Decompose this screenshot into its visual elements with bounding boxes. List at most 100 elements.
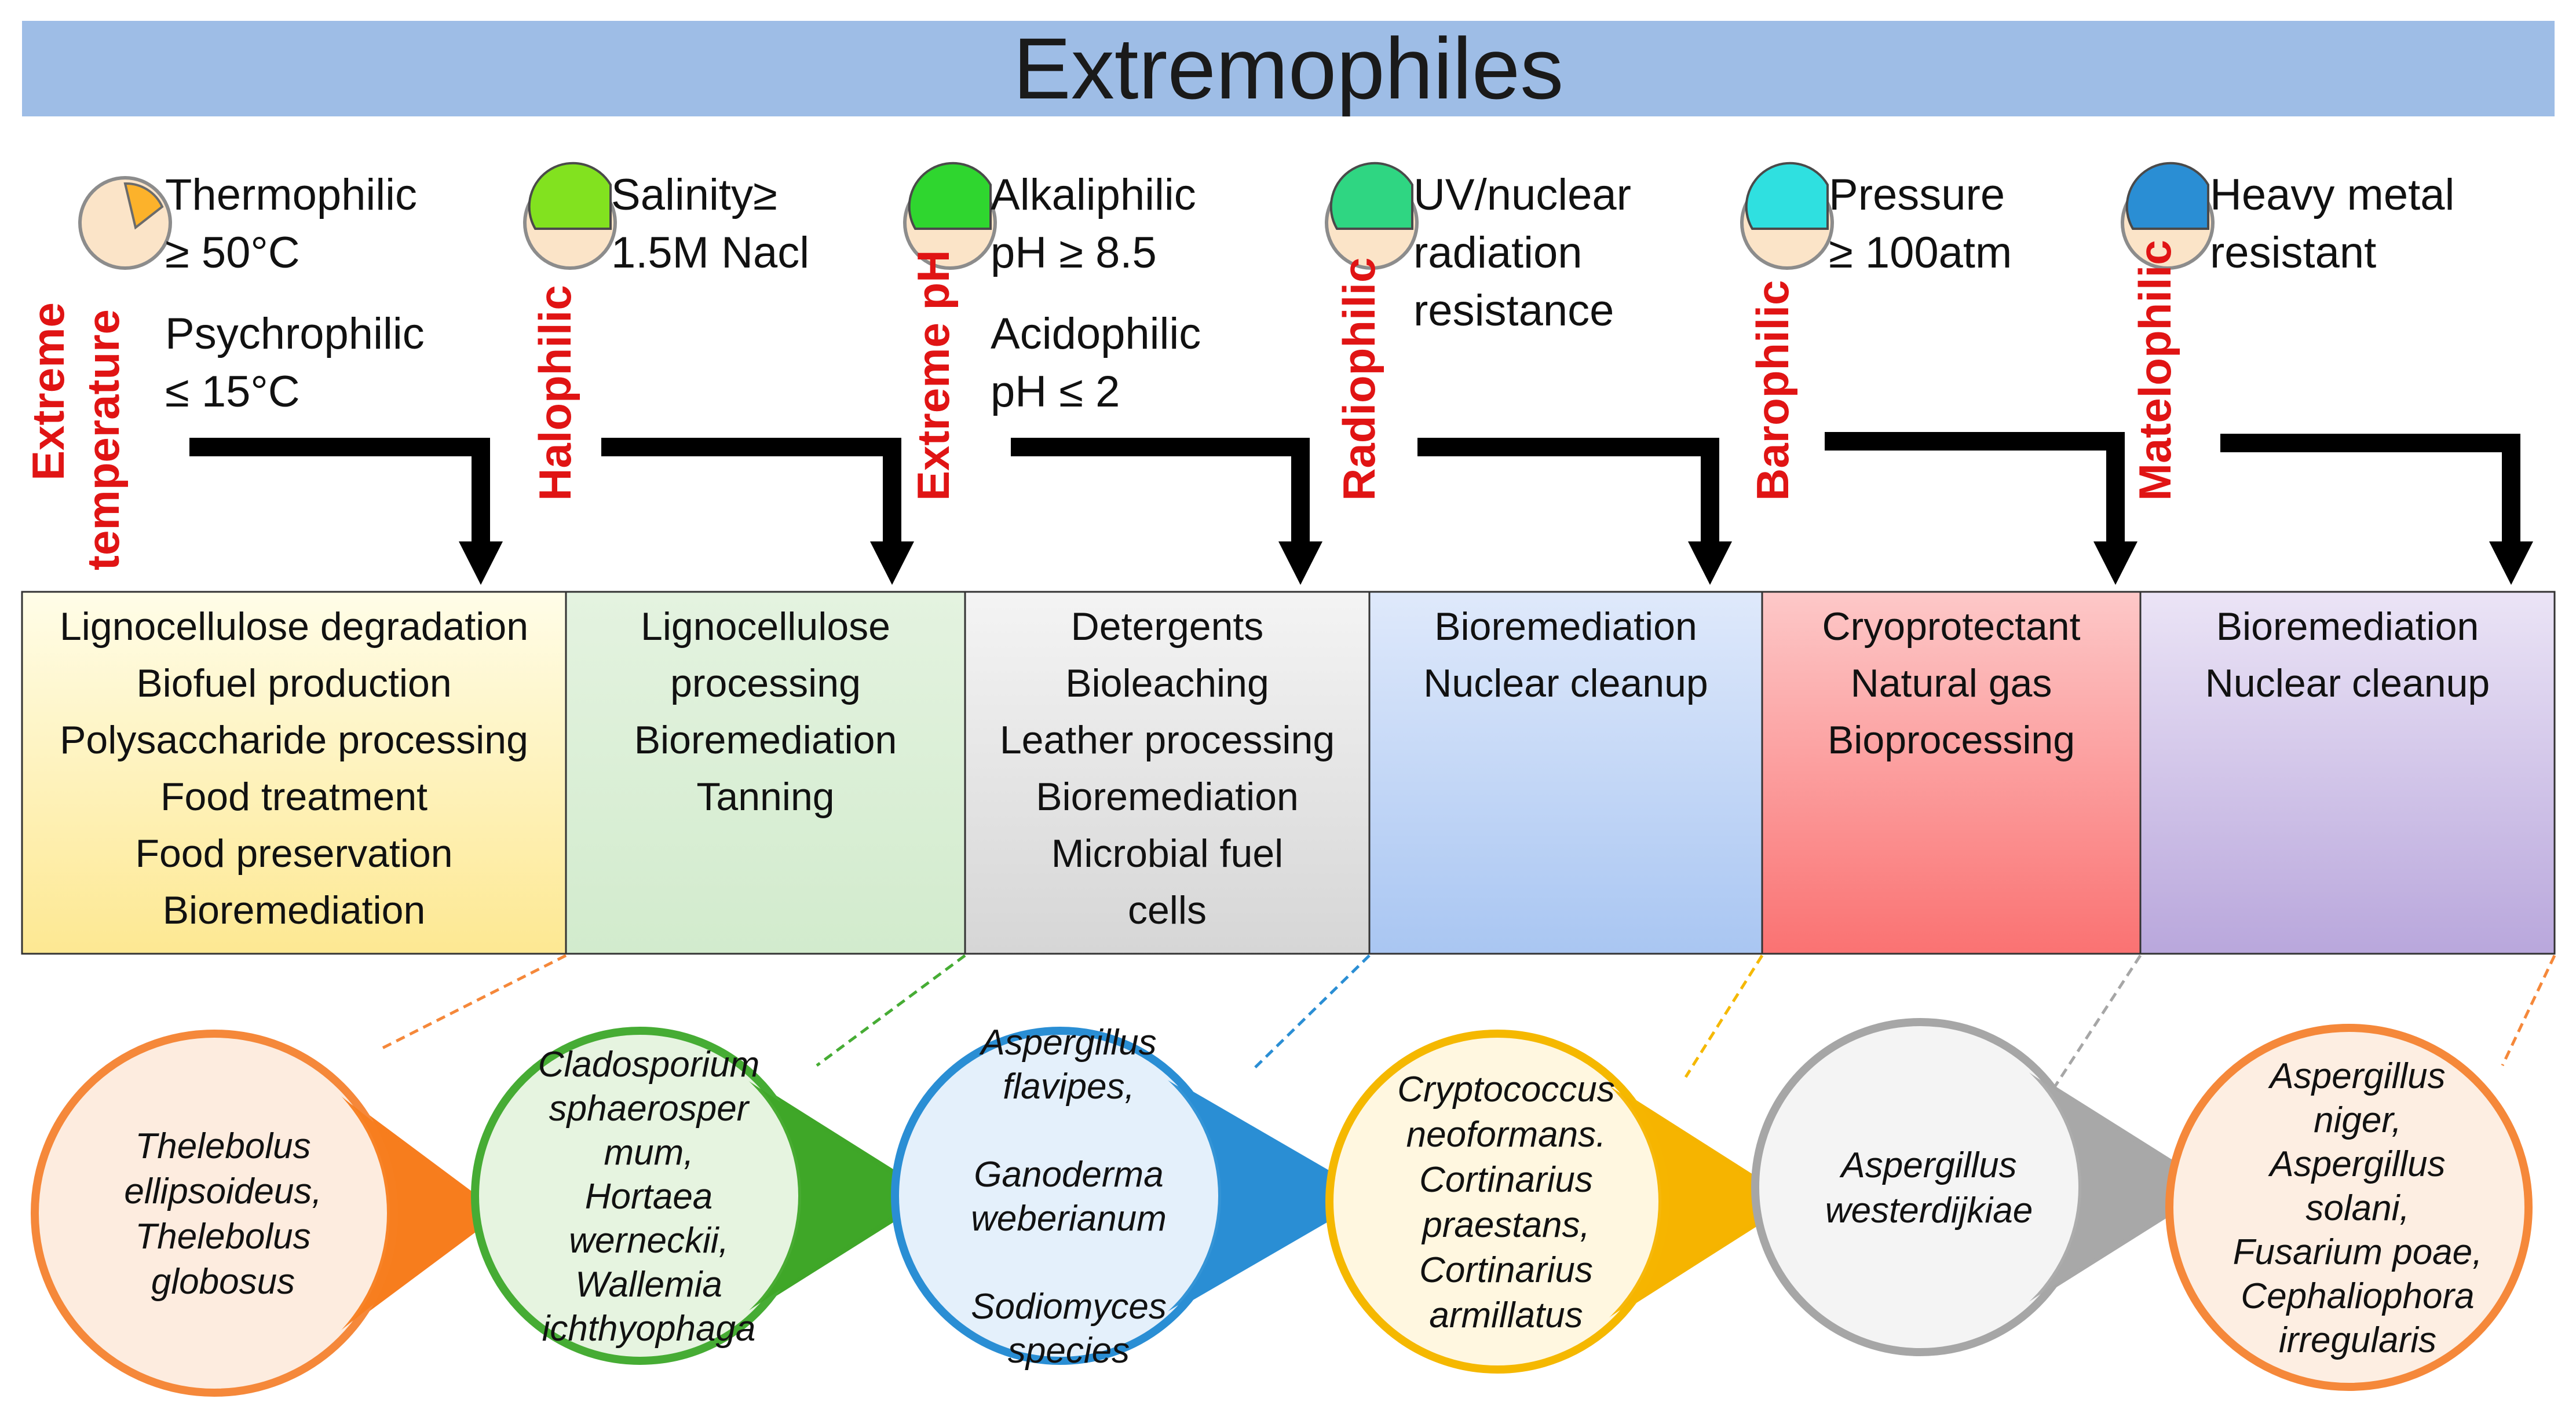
connector-arrow <box>601 438 914 585</box>
organism-name: Cladosporium <box>538 1045 760 1085</box>
connector-arrow <box>1825 432 2137 585</box>
organism-name: Hortaea <box>585 1177 713 1217</box>
application-item: Bioprocessing <box>1828 718 2075 762</box>
application-item: Detergents <box>1071 605 1264 649</box>
organism-name: armillatus <box>1429 1295 1583 1335</box>
organism-name: Fusarium poae, <box>2233 1232 2483 1272</box>
orange-partial-circle-icon <box>78 176 172 270</box>
dashed-link <box>1684 954 1764 1078</box>
organism-name: werneckii, <box>569 1221 729 1261</box>
category-label: temperature <box>78 309 129 570</box>
category-label: Matelophilic <box>2129 240 2180 501</box>
application-item: Food preservation <box>135 832 452 876</box>
application-item: Bioremediation <box>2216 605 2479 649</box>
organism-name: Wallemia <box>575 1265 722 1305</box>
application-item: Lignocellulose degradation <box>60 605 528 649</box>
connector-arrow <box>1417 438 1732 585</box>
organism-name: sphaerosper <box>549 1089 750 1129</box>
organism-name: neoformans. <box>1406 1115 1606 1155</box>
application-item: Bioremediation <box>163 888 426 932</box>
category-label: Radiophilic <box>1333 258 1384 501</box>
condition-text: Pressure <box>1829 170 2005 219</box>
condition-text: Psychrophilic <box>165 309 425 358</box>
organism-name: Aspergillus <box>1839 1145 2016 1185</box>
organism-circle: Cryptococcusneoformans.Cortinariuspraest… <box>1325 1030 1796 1374</box>
organism-circle: Aspergillusflavipes,GanodermaweberianumS… <box>891 1023 1373 1371</box>
application-item: Food treatment <box>160 775 427 819</box>
application-item: Bioremediation <box>1036 775 1299 819</box>
dashed-link <box>2052 954 2142 1090</box>
condition-text: ≥ 50°C <box>165 228 300 277</box>
application-item: Bioleaching <box>1065 661 1269 705</box>
cyan-partial-circle-icon <box>1740 162 1834 270</box>
application-box: Lignocellulose processingBioremediationTa… <box>565 591 966 955</box>
application-item: Nuclear cleanup <box>2205 661 2490 705</box>
organism-name: Cephaliophora <box>2241 1276 2474 1316</box>
organism-name: Cryptococcus <box>1397 1070 1615 1110</box>
organism-name: flavipes, <box>1003 1067 1134 1107</box>
condition-text: ≥ 100atm <box>1829 228 2012 277</box>
condition-text: UV/nuclear <box>1413 170 1631 219</box>
application-item: Tanning <box>696 775 834 819</box>
connector-arrow <box>189 438 503 585</box>
application-item: Microbial fuel <box>1051 832 1284 876</box>
condition-text: pH ≥ 8.5 <box>991 228 1157 277</box>
dashed-link <box>381 954 567 1050</box>
page-title: Extremophiles <box>1013 20 1563 117</box>
organism-name: Thelebolus <box>135 1126 310 1166</box>
dashed-link <box>816 954 966 1067</box>
green-partial-circle-icon <box>903 162 997 270</box>
organism-name: Aspergillus <box>978 1023 1156 1063</box>
condition-text: ≤ 15°C <box>165 367 300 416</box>
organism-name: Thelebolus <box>135 1217 310 1257</box>
condition-text: Thermophilic <box>165 170 417 219</box>
category-label: Extreme pH <box>908 250 959 501</box>
condition-text: Alkaliphilic <box>991 170 1196 219</box>
organism-name: Aspergillus <box>2267 1144 2445 1184</box>
organism-name: Aspergillus <box>2267 1056 2445 1096</box>
condition-text: radiation <box>1413 228 1583 277</box>
application-item: Bioremediation <box>1434 605 1697 649</box>
organism-name: Cortinarius <box>1419 1250 1593 1290</box>
application-item: Leather processing <box>1000 718 1335 762</box>
category-label: Barophilic <box>1747 280 1798 501</box>
application-item: cells <box>1128 888 1207 932</box>
organism-circle: Aspergillusniger,Aspergillussolani,Fusar… <box>2165 1024 2533 1391</box>
application-item: Bioremediation <box>634 718 897 762</box>
category-label: Halophilic <box>529 285 580 501</box>
organism-circle: Cladosporiumsphaerospermum,Hortaeawernec… <box>471 1027 936 1365</box>
condition-text: Salinity≥ <box>611 170 777 219</box>
organism-name: Sodiomyces <box>971 1287 1167 1327</box>
condition-text: pH ≤ 2 <box>991 367 1120 416</box>
dashed-link <box>2501 954 2556 1067</box>
dashed-link <box>1250 954 1371 1072</box>
category-column: Barophilic Pressure ≥ 100atm <box>1740 162 2137 585</box>
lime-partial-circle-icon <box>523 162 617 270</box>
condition-text: 1.5M Nacl <box>611 228 809 277</box>
organism-name: mum, <box>604 1133 694 1173</box>
organism-name: ichthyophaga <box>542 1309 756 1349</box>
condition-text: Acidophilic <box>991 309 1201 358</box>
organism-name: irregularis <box>2279 1320 2436 1360</box>
organism-name: Cortinarius <box>1419 1160 1593 1200</box>
category-label: Extreme <box>23 302 74 481</box>
category-column: Extreme pH Alkaliphilic pH ≥ 8.5Acidophili… <box>903 162 1322 585</box>
organism-name: solani, <box>2305 1188 2409 1228</box>
organism-name: ellipsoideus, <box>124 1171 321 1211</box>
organism-circle: Thelebolusellipsoideus,Thelebolusglobosu… <box>31 1030 501 1397</box>
application-item: Nuclear cleanup <box>1423 661 1708 705</box>
category-column: Halophilic Salinity≥ 1.5M Nacl <box>523 162 914 585</box>
organism-name: weberianum <box>971 1199 1167 1239</box>
condition-text: Heavy metal <box>2210 170 2454 219</box>
application-item: processing <box>670 661 861 705</box>
application-item: Lignocellulose <box>641 605 890 649</box>
